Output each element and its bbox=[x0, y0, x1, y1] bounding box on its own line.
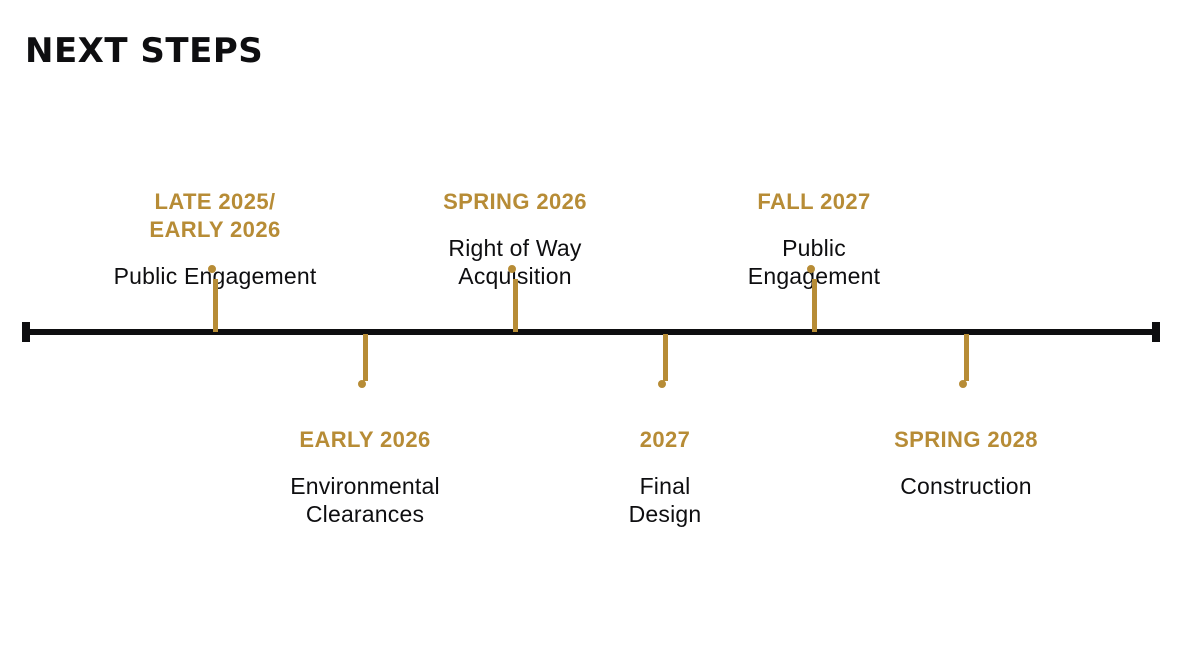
milestone-label: Final Design bbox=[628, 473, 702, 527]
milestone-date: 2027 bbox=[639, 427, 691, 452]
milestone-text: LATE 2025/ EARLY 2026 Public Engagement bbox=[25, 170, 405, 308]
milestone-label: Public Engagement bbox=[113, 263, 317, 289]
milestone-stem bbox=[662, 334, 668, 381]
milestone-date: SPRING 2026 bbox=[443, 189, 587, 214]
page-title: NEXT STEPS bbox=[25, 31, 264, 71]
milestone-marker-circle bbox=[806, 265, 815, 273]
milestone-date: SPRING 2028 bbox=[894, 427, 1038, 452]
milestone-text: EARLY 2026 Environmental Clearances bbox=[175, 408, 555, 546]
milestone-date: EARLY 2026 bbox=[299, 427, 431, 452]
milestone-marker-circle bbox=[207, 265, 216, 273]
timeline-axis-start-cap bbox=[22, 322, 30, 342]
milestone-stem bbox=[512, 279, 518, 332]
timeline-axis-line bbox=[22, 329, 1160, 335]
milestone-marker-circle bbox=[958, 380, 967, 388]
milestone-stem bbox=[963, 334, 969, 381]
milestone-text: 2027 Final Design bbox=[475, 408, 855, 546]
milestone-stem bbox=[362, 334, 368, 381]
milestone-marker-circle bbox=[657, 380, 666, 388]
milestone-date: FALL 2027 bbox=[757, 189, 871, 214]
milestone-marker-circle bbox=[357, 380, 366, 388]
milestone-label: Construction bbox=[900, 473, 1032, 499]
milestone-stem bbox=[212, 279, 218, 332]
milestone-label: Right of Way Acquisition bbox=[448, 235, 582, 289]
milestone-label: Environmental Clearances bbox=[290, 473, 440, 527]
milestone-text: SPRING 2028 Construction bbox=[776, 408, 1156, 518]
milestone-marker-circle bbox=[507, 265, 516, 273]
milestone-date: LATE 2025/ EARLY 2026 bbox=[149, 189, 281, 242]
timeline-axis-end-cap bbox=[1152, 322, 1160, 342]
milestone-stem bbox=[811, 279, 817, 332]
milestone-text: SPRING 2026 Right of Way Acquisition bbox=[325, 170, 705, 308]
